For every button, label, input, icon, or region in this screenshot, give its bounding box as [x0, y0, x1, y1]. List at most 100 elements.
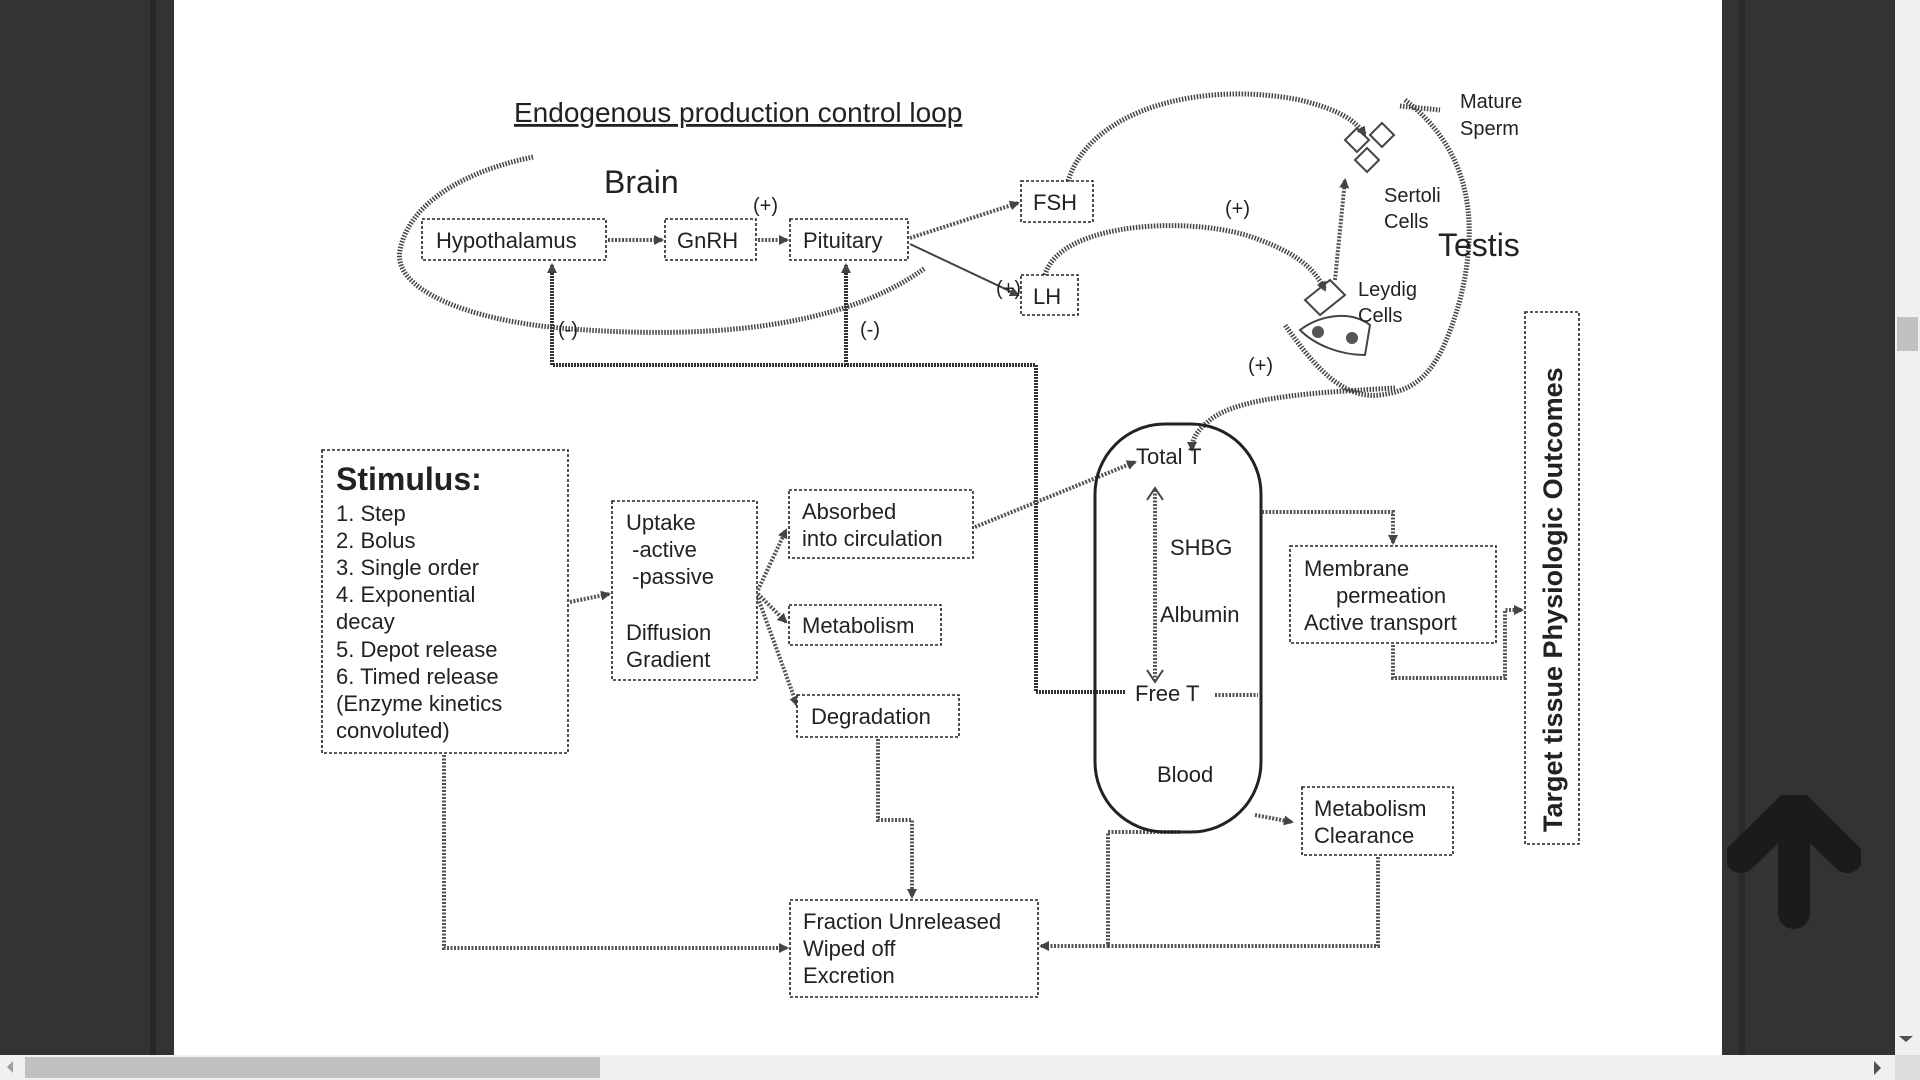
left-gutter-divider [150, 0, 156, 1055]
stimulus-item: 5. Depot release [336, 637, 497, 662]
absorbed-box[interactable]: Absorbed into circulation [788, 489, 974, 559]
svg-text:Absorbed: Absorbed [802, 499, 896, 524]
metabolism-clearance-box[interactable]: Metabolism Clearance [1301, 786, 1454, 856]
arrow-stimulus-fraction [442, 755, 789, 953]
svg-text:Pituitary: Pituitary [803, 228, 882, 253]
stimulus-item: (Enzyme kinetics [336, 691, 502, 716]
arrow-blood-clearance [1254, 813, 1294, 826]
right-gutter-divider [1739, 0, 1745, 1055]
label-free-t: Free T [1135, 681, 1199, 706]
stimulus-item: 3. Single order [336, 555, 479, 580]
sign-fsh-sertoli: (+) [1225, 198, 1250, 220]
svg-text:Clearance: Clearance [1314, 823, 1414, 848]
svg-text:Metabolism: Metabolism [1314, 796, 1426, 821]
label-albumin: Albumin [1160, 602, 1239, 627]
arrow-leydig-total-t [1187, 385, 1396, 452]
svg-text:-passive: -passive [626, 564, 714, 589]
sertoli-cells-graphic [1343, 103, 1441, 174]
uptake-box[interactable]: Uptake -active -passive Diffusion Gradie… [611, 500, 758, 681]
svg-text:LH: LH [1033, 284, 1061, 309]
sign-hypothalamus-feedback: (-) [558, 319, 578, 341]
svg-text:Target tissue Physiologic Outc: Target tissue Physiologic Outcomes [1538, 367, 1568, 832]
degradation-box[interactable]: Degradation [796, 694, 960, 738]
arrow-fsh-sertoli [1065, 91, 1368, 182]
stimulus-item: convoluted) [336, 718, 450, 743]
svg-text:Wiped off: Wiped off [803, 936, 896, 961]
scroll-down-arrow-icon[interactable] [1899, 1036, 1913, 1042]
arrow-pituitary-lh [909, 243, 1020, 297]
sign-gnrh-pituitary: (+) [753, 195, 778, 217]
sign-leydig-blood: (+) [1248, 355, 1273, 377]
node-hypothalamus[interactable]: Hypothalamus [421, 218, 607, 261]
svg-text:Metabolism: Metabolism [802, 613, 914, 638]
diagram-title: Endogenous production control loop [514, 97, 962, 128]
svg-text:into circulation: into circulation [802, 526, 943, 551]
svg-text:Uptake: Uptake [626, 510, 696, 535]
node-lh[interactable]: LH [1020, 274, 1079, 316]
target-tissue-box[interactable]: Target tissue Physiologic Outcomes [1524, 311, 1580, 845]
svg-text:Membrane: Membrane [1304, 556, 1409, 581]
svg-text:Diffusion: Diffusion [626, 620, 711, 645]
arrow-stimulus-uptake [569, 590, 611, 604]
scroll-to-top-button[interactable] [1725, 789, 1863, 930]
scroll-right-arrow-icon[interactable] [1874, 1061, 1881, 1075]
arrow-uptake-degradation [756, 597, 799, 707]
arrow-uptake-metabolism [756, 592, 788, 624]
svg-text:Excretion: Excretion [803, 963, 895, 988]
horizontal-scrollbar-thumb[interactable] [25, 1057, 600, 1078]
label-total-t: Total T [1136, 444, 1202, 469]
arrow-up-icon [1725, 789, 1863, 929]
stimulus-item: 4. Exponential [336, 582, 475, 607]
stimulus-item: 6. Timed release [336, 664, 499, 689]
diagram-canvas: Endogenous production control loop Brain… [321, 91, 1580, 998]
arrow-absorbed-total-t [974, 460, 1137, 529]
document-page: Endogenous production control loop Brain… [174, 0, 1722, 1055]
arrow-blood-fraction [1039, 830, 1180, 951]
node-fsh[interactable]: FSH [1020, 180, 1094, 223]
arrow-clearance-fraction [1108, 857, 1380, 948]
label-shbg: SHBG [1170, 535, 1232, 560]
stimulus-item: 2. Bolus [336, 528, 416, 553]
arrow-degradation-fraction [876, 739, 917, 899]
svg-text:FSH: FSH [1033, 190, 1077, 215]
feedback-free-t [547, 263, 1125, 694]
membrane-box[interactable]: Membrane permeation Active transport [1289, 545, 1497, 644]
testis-outline [1282, 98, 1472, 398]
vertical-scrollbar[interactable] [1895, 0, 1920, 1055]
svg-text:-active: -active [626, 537, 697, 562]
horizontal-scrollbar[interactable] [0, 1055, 1895, 1080]
label-mature-sperm-1: Mature [1460, 91, 1522, 113]
arrow-pituitary-fsh [909, 200, 1020, 240]
metabolism-box[interactable]: Metabolism [788, 604, 942, 646]
stimulus-item: decay [336, 609, 395, 634]
svg-text:Hypothalamus: Hypothalamus [436, 228, 577, 253]
svg-text:Degradation: Degradation [811, 704, 931, 729]
stimulus-box[interactable]: Stimulus: 1. Step 2. Bolus 3. Single ord… [321, 449, 569, 754]
arrow-leydig-sertoli [1333, 178, 1350, 281]
brain-outline [397, 154, 927, 335]
node-pituitary[interactable]: Pituitary [789, 218, 909, 261]
leydig-cells-graphic [1298, 278, 1372, 357]
arrow-membrane-target [1391, 605, 1524, 680]
svg-text:Gradient: Gradient [626, 647, 710, 672]
svg-text:Active transport: Active transport [1304, 610, 1457, 635]
svg-text:Fraction Unreleased: Fraction Unreleased [803, 909, 1001, 934]
stimulus-item: 1. Step [336, 501, 406, 526]
label-blood: Blood [1157, 762, 1213, 787]
arrow-blood-membrane [1262, 510, 1398, 545]
arrow-uptake-absorbed [756, 528, 788, 591]
node-gnrh[interactable]: GnRH [664, 218, 757, 261]
scrollbar-corner [1895, 1055, 1920, 1080]
svg-text:permeation: permeation [1336, 583, 1446, 608]
sign-lh: (+) [996, 278, 1021, 300]
label-sertoli-1: Sertoli [1384, 185, 1441, 207]
label-mature-sperm-2: Sperm [1460, 118, 1519, 140]
label-leydig-2: Cells [1358, 305, 1402, 327]
svg-text:Stimulus:: Stimulus: [336, 461, 482, 497]
testis-label: Testis [1438, 227, 1520, 263]
sign-pituitary-feedback: (-) [860, 319, 880, 341]
label-sertoli-2: Cells [1384, 211, 1428, 233]
vertical-scrollbar-thumb[interactable] [1897, 317, 1918, 351]
scroll-left-arrow-icon[interactable] [7, 1061, 13, 1073]
fraction-box[interactable]: Fraction Unreleased Wiped off Excretion [789, 899, 1039, 998]
